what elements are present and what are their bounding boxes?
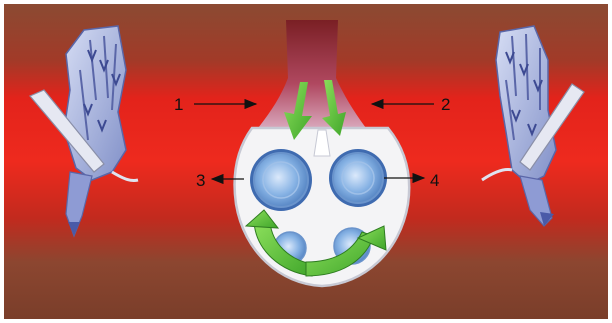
rotor-3 bbox=[250, 149, 312, 211]
label-1: 1 bbox=[174, 95, 183, 114]
label-2: 2 bbox=[441, 95, 450, 114]
label-4: 4 bbox=[430, 171, 439, 190]
label-3: 3 bbox=[196, 171, 205, 190]
rotor-4 bbox=[329, 149, 387, 207]
